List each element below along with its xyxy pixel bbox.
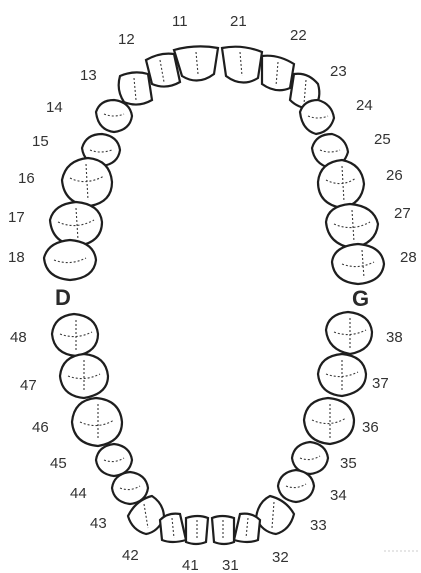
tooth-number-label: 16 <box>18 170 35 187</box>
tooth-22 <box>262 56 294 91</box>
tooth-number-label: 14 <box>46 99 63 116</box>
tooth-number-label: 11 <box>172 13 188 30</box>
tooth-number-label: 33 <box>310 517 327 534</box>
tooth-number-label: 24 <box>356 97 373 114</box>
tooth-number-label: 28 <box>400 249 417 266</box>
tooth-number-label: 44 <box>70 485 87 502</box>
tooth-18 <box>44 240 96 280</box>
tooth-number-label: 31 <box>222 557 239 573</box>
tooth-11 <box>174 46 218 80</box>
tooth-number-label: 12 <box>118 31 135 48</box>
tooth-number-label: 42 <box>122 547 139 564</box>
side-label-left: D <box>55 285 71 310</box>
tooth-number-label: 43 <box>90 515 107 532</box>
tooth-number-label: 13 <box>80 67 97 84</box>
tooth-number-label: 17 <box>8 209 25 226</box>
tooth-number-label: 25 <box>374 131 391 148</box>
tooth-34 <box>278 470 314 502</box>
tooth-number-label: 37 <box>372 375 389 392</box>
tooth-14 <box>96 100 132 132</box>
tooth-number-label: 32 <box>272 549 289 566</box>
tooth-number-label: 45 <box>50 455 67 472</box>
tooth-13 <box>119 72 152 104</box>
tooth-46 <box>72 398 122 446</box>
side-label-right: G <box>352 286 369 311</box>
tooth-number-label: 48 <box>10 329 27 346</box>
tooth-12 <box>146 54 180 87</box>
tooth-36 <box>304 398 354 444</box>
tooth-number-label: 26 <box>386 167 403 184</box>
tooth-number-label: 15 <box>32 133 49 150</box>
tooth-number-label: 21 <box>230 13 247 30</box>
tooth-number-label: 22 <box>290 27 307 44</box>
tooth-number-label: 34 <box>330 487 347 504</box>
tooth-33 <box>256 496 294 534</box>
tooth-28 <box>332 244 384 284</box>
tooth-number-label: 46 <box>32 419 49 436</box>
tooth-26 <box>318 160 364 208</box>
tooth-number-label: 38 <box>386 329 403 346</box>
tooth-number-label: 41 <box>182 557 199 573</box>
tooth-number-label: 23 <box>330 63 347 80</box>
tooth-number-label: 27 <box>394 205 411 222</box>
tooth-number-label: 18 <box>8 249 25 266</box>
tooth-21 <box>222 47 262 83</box>
tooth-number-label: 36 <box>362 419 379 436</box>
tooth-45 <box>96 444 132 476</box>
lower-arch <box>52 312 372 544</box>
tooth-number-label: 47 <box>20 377 37 394</box>
tooth-48 <box>52 314 98 356</box>
tooth-38 <box>326 312 372 354</box>
tooth-24 <box>300 100 334 134</box>
tooth-number-label: 35 <box>340 455 357 472</box>
